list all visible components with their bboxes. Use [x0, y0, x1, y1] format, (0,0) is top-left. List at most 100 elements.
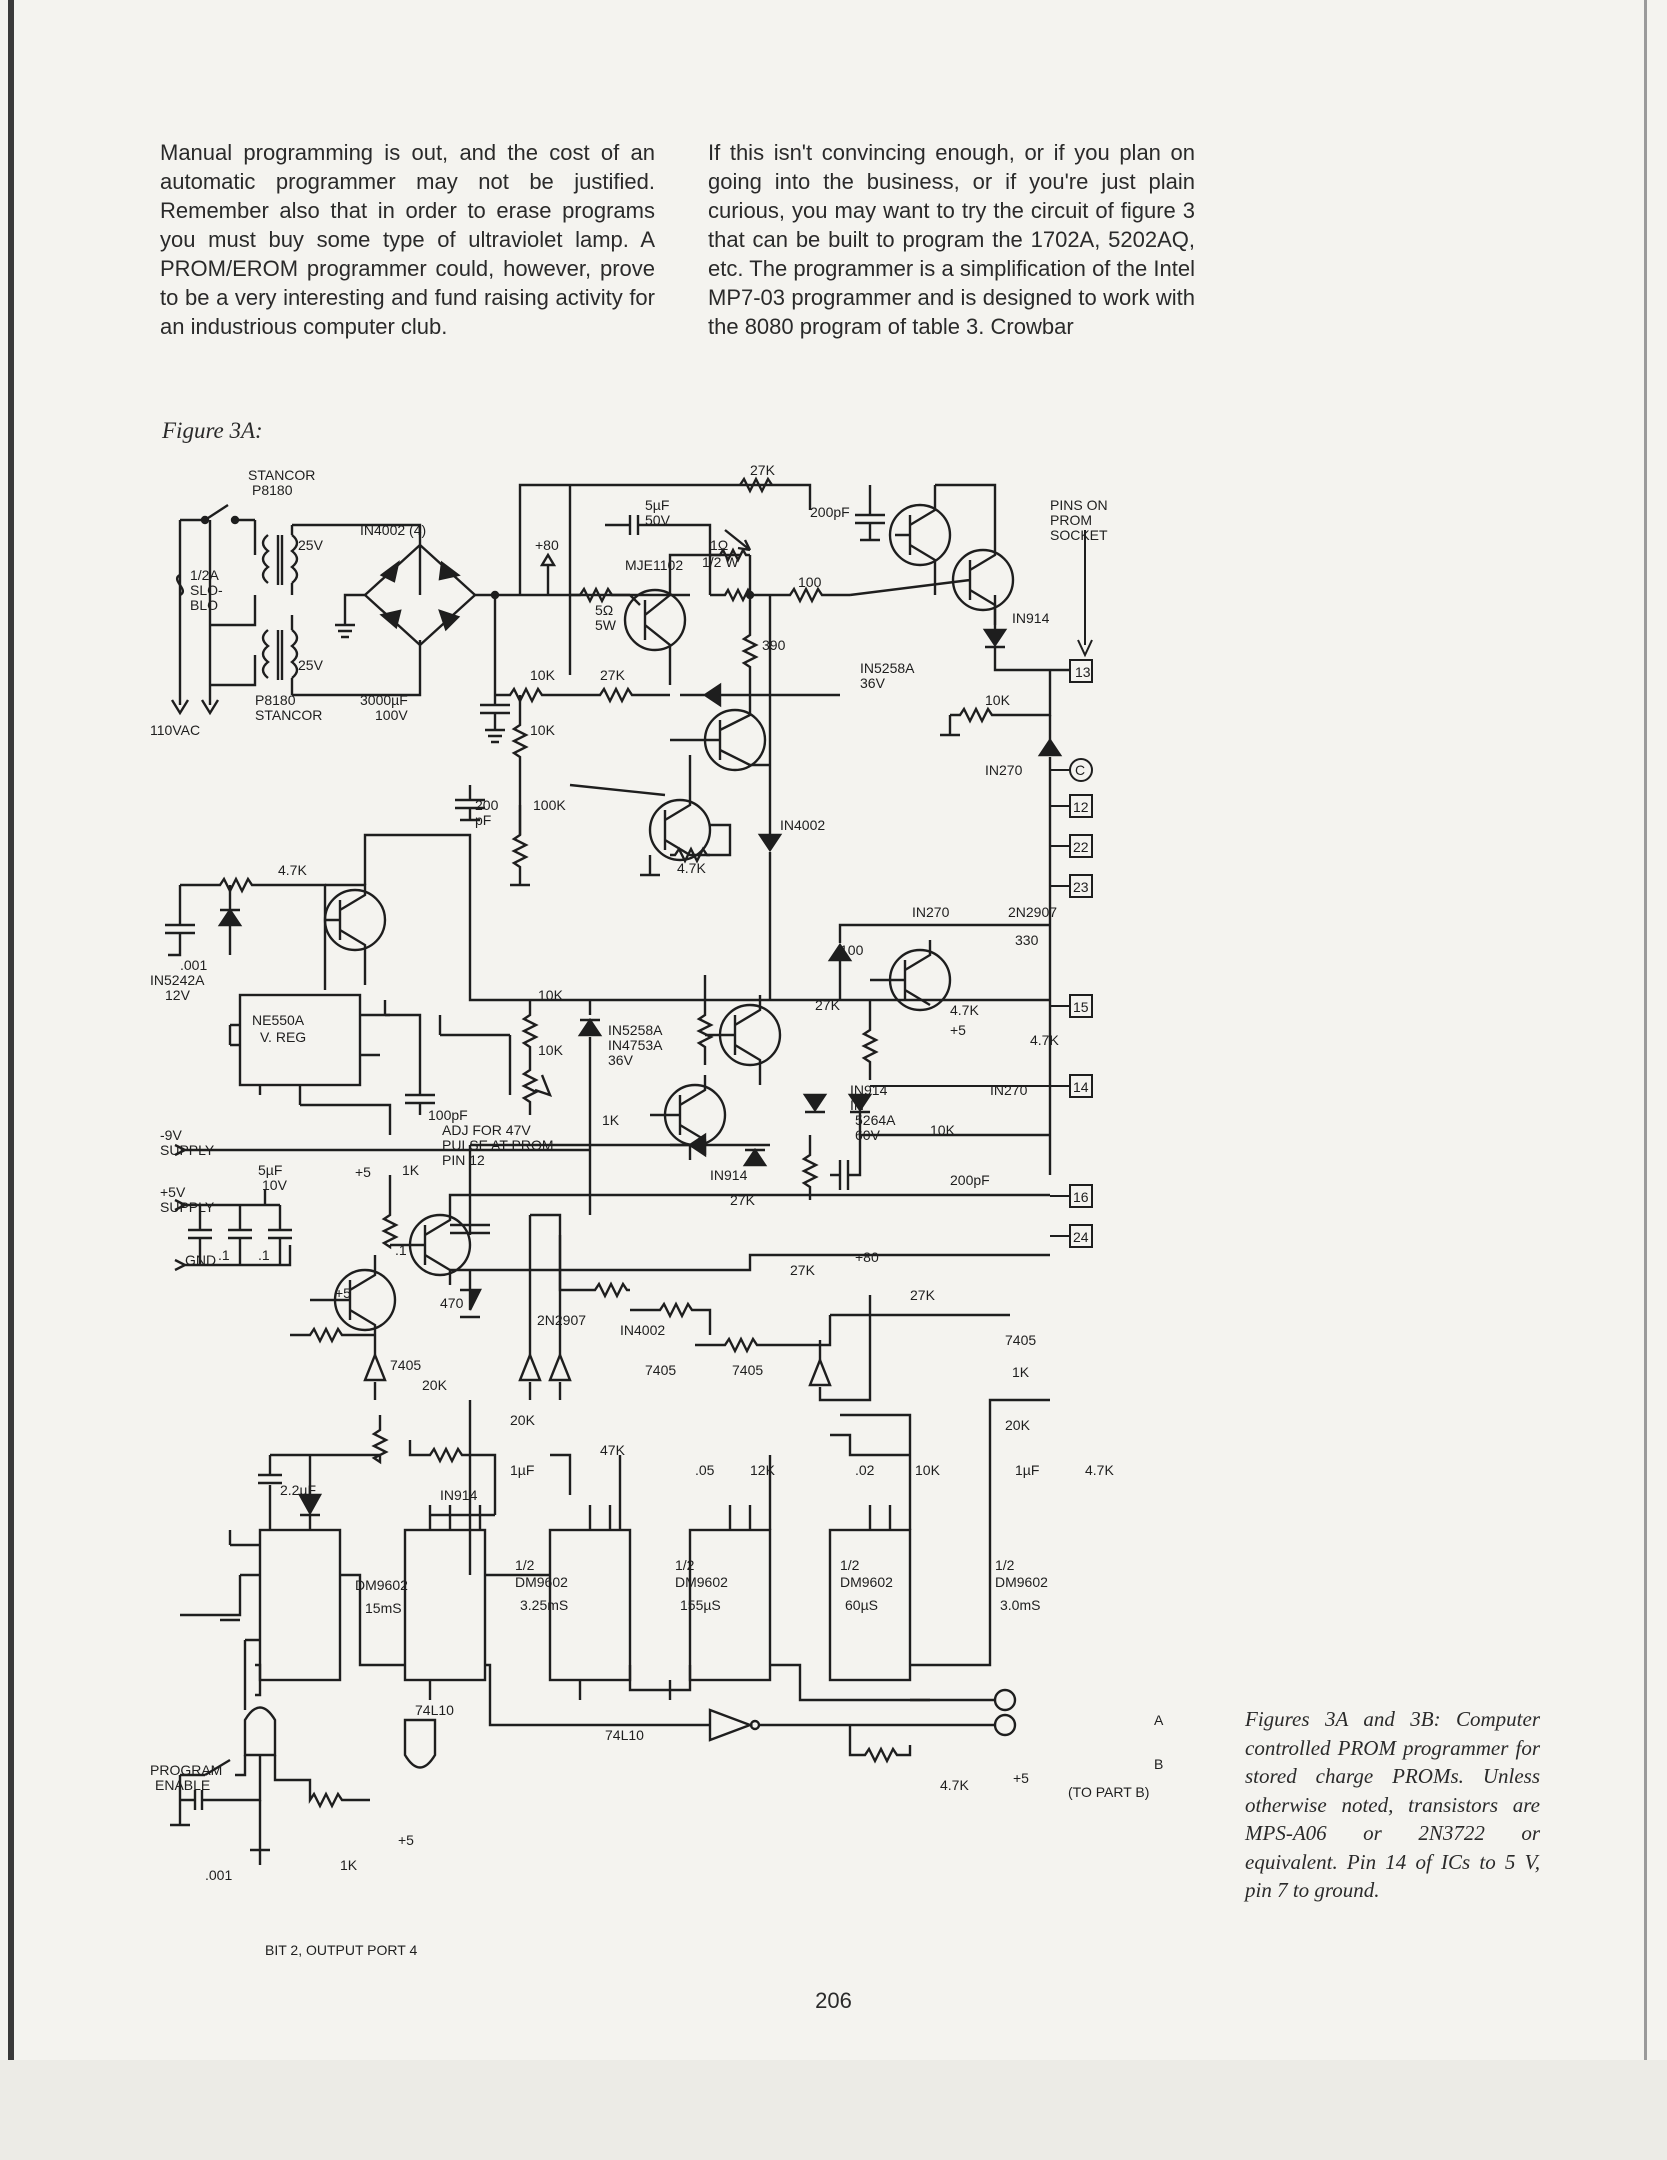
label-r20k-a: 20K [422, 1377, 448, 1393]
label-r12k: 12K [750, 1462, 776, 1478]
label-c02: .02 [855, 1462, 875, 1478]
label-pin16: 16 [1073, 1189, 1089, 1205]
label-neg9: -9V [160, 1127, 182, 1143]
label-r47k: 47K [600, 1442, 626, 1458]
label-ic2-h: 1/2 [515, 1557, 535, 1573]
label-r20k-b: 20K [510, 1412, 536, 1428]
label-plus5-c: +5 [335, 1285, 351, 1301]
label-c5uf-v: 50V [645, 512, 671, 528]
label-r4k7-left: 4.7K [278, 862, 307, 878]
supply-inputs [174, 1143, 590, 1272]
label-to-part-b: (TO PART B) [1068, 1784, 1149, 1800]
label-pos5: +5V [160, 1184, 186, 1200]
label-in4002-low: IN4002 [620, 1322, 665, 1338]
power-supply [170, 503, 690, 744]
label-r4k7-b: 4.7K [950, 1002, 979, 1018]
label-adj1: ADJ FOR 47V [442, 1122, 531, 1138]
label-sec2: 25V [298, 657, 324, 673]
label-pins-on: PINS ON [1050, 497, 1108, 513]
label-in270-right: IN270 [985, 762, 1023, 778]
label-r20k-c: 20K [1005, 1417, 1031, 1433]
pulse-driver [450, 923, 1050, 1235]
label-adj3: PIN 12 [442, 1152, 485, 1168]
label-r1k-d: 1K [340, 1857, 358, 1873]
label-c5uf-bv: 10V [262, 1177, 288, 1193]
label-r10k-d: 10K [538, 1042, 564, 1058]
label-c1uf-b: 1µF [1015, 1462, 1039, 1478]
label-c200pf-top: 200pF [810, 504, 850, 520]
label-p8180-top: P8180 [252, 482, 293, 498]
label-p8180-bottom: P8180 [255, 692, 296, 708]
label-in5258-top: IN5258A [860, 660, 915, 676]
label-plus80: +80 [535, 537, 559, 553]
label-7405-b: 7405 [645, 1362, 676, 1378]
label-mains: 110VAC [150, 722, 200, 738]
label-in914-mid: IN914 [850, 1082, 888, 1098]
label-fuse-2: SLO- [190, 582, 223, 598]
label-ic1-t: 15mS [365, 1600, 402, 1616]
label-in914-low: IN914 [710, 1167, 748, 1183]
label-fuse: 1/2A [190, 567, 219, 583]
label-in5264: 5264A [855, 1112, 896, 1128]
label-r100-mid: 100 [840, 942, 864, 958]
label-stancor-top: STANCOR [248, 467, 315, 483]
label-c100pf: 100pF [428, 1107, 468, 1123]
label-prog1: PROGRAM [150, 1762, 222, 1778]
label-prog2: ENABLE [155, 1777, 210, 1793]
label-pin22: 22 [1073, 839, 1089, 855]
label-c05: .05 [695, 1462, 715, 1478]
label-r470: 470 [440, 1295, 464, 1311]
label-node-b: B [1154, 1756, 1163, 1772]
dm9602-chain [170, 1398, 1050, 1865]
label-ic3-t: 155µS [680, 1597, 721, 1613]
label-plus5-a: +5 [950, 1022, 966, 1038]
figure-caption: Figures 3A and 3B: Computer controlled P… [1245, 1707, 1540, 1902]
label-c200pf-b: 200pF [950, 1172, 990, 1188]
label-in5242: IN5242A [150, 972, 205, 988]
schematic-figure-3a: STANCOR P8180 P8180 STANCOR 1/2A SLO- BL… [150, 462, 1164, 1958]
label-adj2: PULSE AT PROM [442, 1137, 554, 1153]
label-in5258-mid: IN5258A [608, 1022, 663, 1038]
label-ic2-t: 3.25mS [520, 1597, 568, 1613]
label-r1k-c: 1K [1012, 1364, 1030, 1380]
ne550a-regulator [165, 833, 1050, 1215]
label-c1uf-a: 1µF [510, 1462, 534, 1478]
label-r100k: 100K [533, 797, 566, 813]
label-in5258-top-v: 36V [860, 675, 886, 691]
label-socket: SOCKET [1050, 527, 1108, 543]
label-7405-a: 7405 [390, 1357, 421, 1373]
label-r4k7-c: 4.7K [1030, 1032, 1059, 1048]
label-pin24: 24 [1073, 1229, 1089, 1245]
label-c200-left: 200 [475, 797, 499, 813]
label-ic3-h: 1/2 [675, 1557, 695, 1573]
label-r1k-a: 1K [402, 1162, 420, 1178]
label-r4k7-d: 4.7K [1085, 1462, 1114, 1478]
label-r10k-a: 10K [530, 667, 556, 683]
label-r5ohm-w: 5W [595, 617, 617, 633]
label-plus5-e: +5 [1013, 1770, 1029, 1786]
label-ic5: DM9602 [995, 1574, 1048, 1590]
page-right-edge [1644, 0, 1647, 2060]
label-c-1c: .1 [395, 1242, 407, 1258]
label-ic4-t: 60µS [845, 1597, 878, 1613]
label-in5242-v: 12V [165, 987, 191, 1003]
body-text-left-column: Manual programming is out, and the cost … [160, 140, 655, 339]
label-r330: 330 [1015, 932, 1039, 948]
label-c001b: .001 [205, 1867, 232, 1883]
label-7405-c: 7405 [732, 1362, 763, 1378]
label-supply2: SUPPLY [160, 1199, 215, 1215]
label-fuse-3: BLO [190, 597, 218, 613]
label-plus80-b: +80 [855, 1249, 879, 1265]
label-r5ohm: 5Ω [595, 602, 613, 618]
label-r1k-b: 1K [602, 1112, 620, 1128]
figure-label: Figure 3A: [162, 418, 263, 443]
label-mje: MJE1102 [625, 557, 683, 573]
label-74l10-b: 74L10 [605, 1727, 644, 1743]
label-ic3: DM9602 [675, 1574, 728, 1590]
regulator-network [455, 476, 1070, 1175]
label-pin15: 15 [1073, 999, 1089, 1015]
label-r27k-e: 27K [910, 1287, 936, 1303]
label-c200-left-u: pF [475, 812, 491, 828]
label-in-mid: IN [850, 1097, 864, 1113]
